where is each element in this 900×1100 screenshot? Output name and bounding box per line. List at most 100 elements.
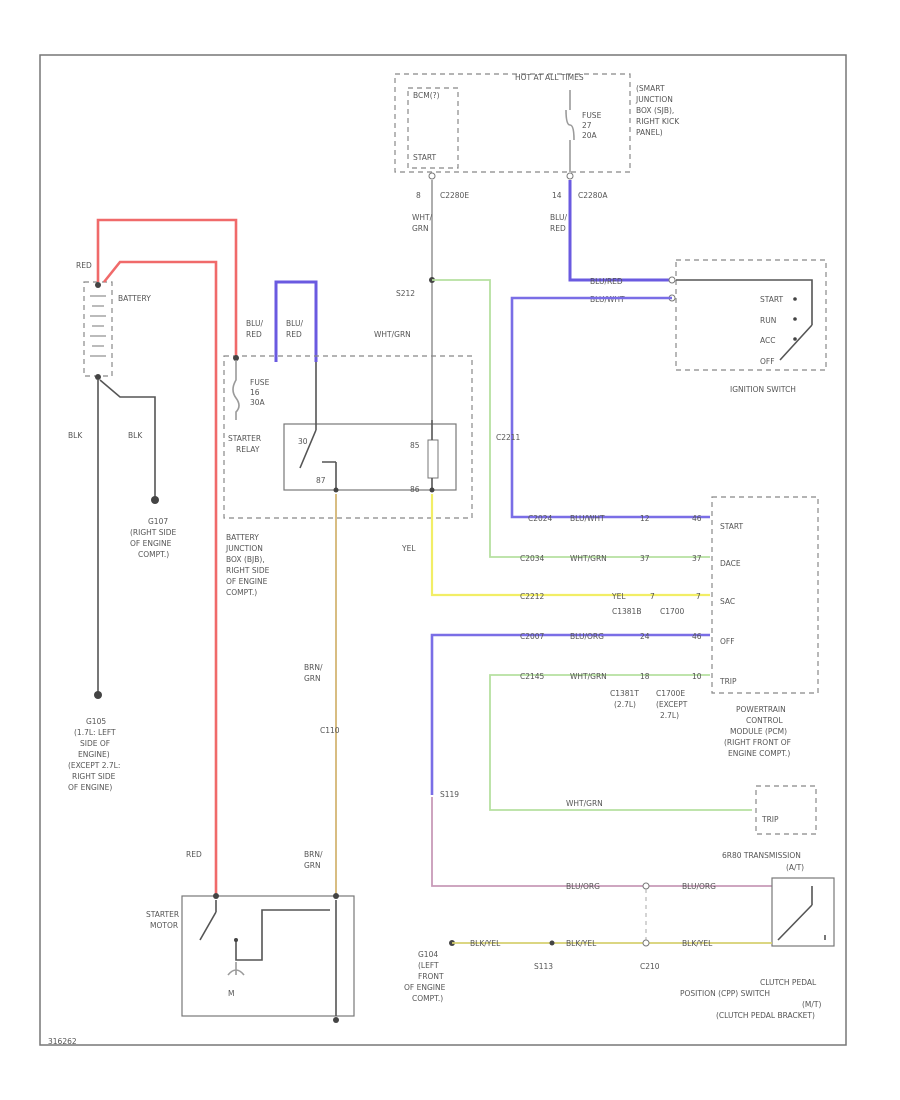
cpp-label-2: POSITION (CPP) SWITCH: [680, 989, 770, 998]
connector-c110: C110: [320, 726, 340, 735]
blk-yel-c: BLK/YEL: [682, 939, 713, 948]
brn-grn-label-1: BRN/: [304, 663, 323, 672]
starter-motor: RED STARTER MOTOR M: [146, 850, 355, 1023]
trip-wire-label: WHT/GRN: [566, 799, 603, 808]
yel-left-label: YEL: [401, 544, 416, 553]
g104-label-5: COMPT.): [412, 994, 443, 1003]
cpp-label-1: CLUTCH PEDAL: [760, 978, 817, 987]
ground-g107: [151, 496, 159, 504]
blk-right-label: BLK: [128, 431, 143, 440]
relay-pin-30: 30: [298, 437, 308, 446]
smart-junction-box: HOT AT ALL TIMES BCM(?) START FUSE 27 20…: [394, 73, 680, 200]
bjb-label-1: BATTERY: [226, 533, 259, 542]
sjb-label-4: RIGHT KICK: [636, 117, 680, 126]
wire-label-blu: BLU/: [550, 213, 567, 222]
ignition-switch-title: IGNITION SWITCH: [730, 385, 796, 394]
pin-7b: 7: [696, 592, 701, 601]
pin-46b: 46: [692, 632, 702, 641]
wire-label-wht: WHT/: [412, 213, 433, 222]
wire-blu-wht-label: BLU/WHT: [570, 514, 605, 523]
wire-blu-org-label: BLU/ORG: [570, 632, 604, 641]
connector-c2145: C2145: [520, 672, 545, 681]
label-except-2: 2.7L): [660, 711, 679, 720]
relay-pin-85: 85: [410, 441, 420, 450]
wire-blu-org-to-pcm: [430, 633, 710, 795]
blk-yel-b: BLK/YEL: [566, 939, 597, 948]
wire-label-wht-grn-mid: WHT/GRN: [374, 330, 411, 339]
connector-c2007: C2007: [520, 632, 545, 641]
ign-off: OFF: [760, 357, 775, 366]
connector-c2280e: C2280E: [440, 191, 469, 200]
pcm-off: OFF: [720, 637, 735, 646]
fuse-27-label: FUSE: [582, 111, 602, 120]
brn-grn-label-2: GRN: [304, 674, 321, 683]
fuse-27-symbol: [565, 90, 575, 172]
bjb-label-2: JUNCTION: [225, 544, 263, 553]
battery: BATTERY RED: [76, 261, 151, 380]
starter-relay-label-1: STARTER: [228, 434, 261, 443]
connector-c2280a: C2280A: [578, 191, 608, 200]
g105-label-1: G105: [86, 717, 106, 726]
wire-label-red: RED: [550, 224, 566, 233]
connector-c1381t: C1381T: [610, 689, 639, 698]
wire-red-battery-to-bjb: [96, 218, 238, 360]
fuse-16-rating: 30A: [250, 398, 266, 407]
fuse-27-rating: 20A: [582, 131, 598, 140]
splice-s212-label: S212: [396, 289, 415, 298]
g105-label-5: (EXCEPT 2.7L:: [68, 761, 120, 770]
sjb-start-label: START: [413, 153, 437, 162]
brn-grn-label-3: BRN/: [304, 850, 323, 859]
pin-14: 14: [552, 191, 562, 200]
trip-box: [755, 785, 817, 835]
pcm-label-1: POWERTRAIN: [736, 705, 786, 714]
bjb-label-5: OF ENGINE: [226, 577, 268, 586]
pcm-sac: SAC: [720, 597, 735, 606]
pin-8: 8: [416, 191, 421, 200]
blu-org-b: BLU/ORG: [682, 882, 716, 891]
connector-c2034: C2034: [520, 554, 545, 563]
connector-c210: C210: [640, 962, 660, 971]
relay-pin-86: 86: [410, 485, 420, 494]
pin-7: 7: [650, 592, 655, 601]
g104-label-2: (LEFT: [418, 961, 439, 970]
wire-blu-red-sjb: [568, 180, 672, 282]
trans-label-1: 6R80 TRANSMISSION: [722, 851, 801, 860]
sjb-label-3: BOX (SJB),: [636, 106, 674, 115]
blu-red-a-1: BLU/: [246, 319, 263, 328]
starter-relay-label-2: RELAY: [236, 445, 260, 454]
connector-c1700e: C1700E: [656, 689, 685, 698]
connector-c1700: C1700: [660, 607, 685, 616]
blk-left-label: BLK: [68, 431, 83, 440]
g105-label-7: OF ENGINE): [68, 783, 112, 792]
g105-label-3: SIDE OF: [80, 739, 110, 748]
wire-label-grn: GRN: [412, 224, 429, 233]
pcm-start: START: [720, 522, 744, 531]
pcm-label-3: MODULE (PCM): [730, 727, 787, 736]
brn-grn-label-4: GRN: [304, 861, 321, 870]
pin-37: 37: [640, 554, 650, 563]
transmission-range-switch: [771, 877, 835, 947]
pin-18: 18: [640, 672, 650, 681]
ign-wire-blu-red: BLU/RED: [590, 277, 623, 286]
blk-yel-a: BLK/YEL: [470, 939, 501, 948]
wire-blu-wht-start: [510, 296, 710, 519]
powertrain-control-module: START DACE SAC OFF TRIP POWERTRAIN CONTR…: [711, 496, 819, 758]
connector-c2211: C2211: [496, 433, 521, 442]
wire-wht-grn-label: WHT/GRN: [570, 554, 607, 563]
pcm-dace: DACE: [720, 559, 741, 568]
fuse-16-number: 16: [250, 388, 260, 397]
ign-acc: ACC: [760, 336, 775, 345]
connector-c2024: C2024: [528, 514, 553, 523]
blu-red-b-1: BLU/: [286, 319, 303, 328]
g107-label-2: (RIGHT SIDE: [130, 528, 177, 537]
sjb-label-2: JUNCTION: [635, 95, 673, 104]
battery-junction-box: FUSE 16 30A STARTER RELAY 30 87 85 86 BA…: [223, 355, 473, 597]
hot-at-all-times-label: HOT AT ALL TIMES: [515, 73, 584, 82]
diagram-frame: [39, 54, 847, 1046]
ign-start: START: [760, 295, 784, 304]
wire-blu-org-to-trans: [431, 797, 772, 887]
cpp-label-3: (M/T): [802, 1000, 822, 1009]
trip-box-label: TRIP: [761, 815, 779, 824]
fuse-16-label: FUSE: [250, 378, 270, 387]
bjb-label-3: BOX (BJB),: [226, 555, 265, 564]
